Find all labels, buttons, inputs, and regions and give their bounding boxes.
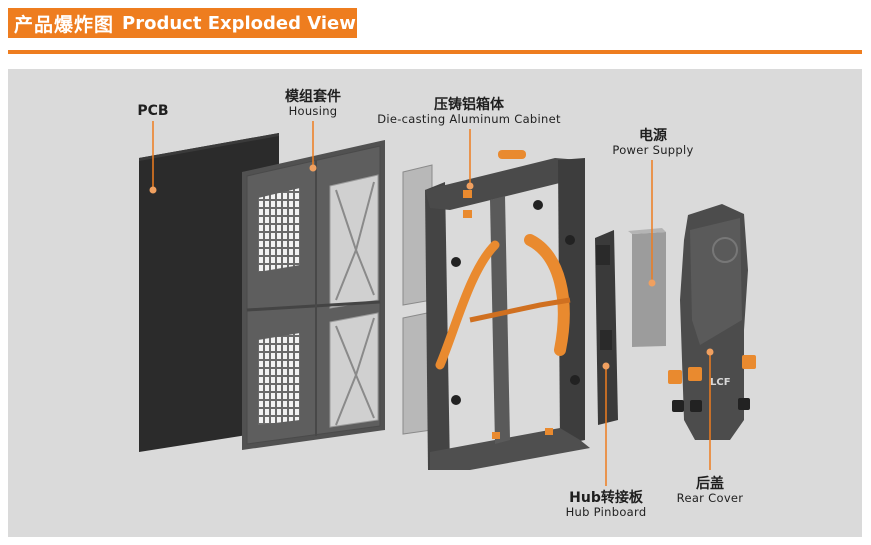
power-supply-label-cn: 电源 bbox=[639, 128, 667, 144]
housing-label-en: Housing bbox=[288, 104, 338, 119]
section-title-en: Product Exploded View bbox=[122, 12, 356, 34]
pcb-label-text: PCB bbox=[137, 103, 169, 119]
power-supply-box bbox=[628, 228, 666, 347]
rear-cover-logo: LCF bbox=[710, 377, 731, 388]
power-supply-label: 电源 Power Supply bbox=[606, 128, 700, 158]
hub-pinboard-label: Hub转接板 Hub Pinboard bbox=[558, 490, 654, 520]
rear-callout-dot bbox=[706, 348, 714, 356]
hub-pinboard-label-cn: Hub转接板 bbox=[569, 490, 643, 506]
section-title-tab: 产品爆炸图 Product Exploded View bbox=[8, 8, 357, 38]
pcb-callout-dot bbox=[149, 186, 157, 194]
cabinet-label-en: Die-casting Aluminum Cabinet bbox=[377, 112, 561, 127]
housing-label-cn: 模组套件 bbox=[285, 89, 341, 105]
rear-cover: LCF bbox=[668, 204, 756, 440]
header-divider bbox=[8, 50, 862, 54]
die-casting-cabinet bbox=[402, 150, 590, 470]
rear-cover-label-cn: 后盖 bbox=[696, 476, 724, 492]
rear-cover-label-en: Rear Cover bbox=[676, 491, 744, 506]
housing-callout-dot bbox=[309, 164, 317, 172]
cabinet-callout-dot bbox=[466, 182, 474, 190]
hub-pinboard-label-en: Hub Pinboard bbox=[565, 505, 647, 520]
hub-pinboard bbox=[595, 230, 618, 425]
section-title-cn: 产品爆炸图 bbox=[14, 13, 115, 36]
cabinet-label-cn: 压铸铝箱体 bbox=[434, 97, 504, 113]
rear-cover-label: 后盖 Rear Cover bbox=[668, 476, 752, 506]
power-callout-dot bbox=[648, 279, 656, 287]
hub-callout-dot bbox=[602, 362, 610, 370]
pcb-label: PCB bbox=[128, 103, 178, 119]
housing-label: 模组套件 Housing bbox=[268, 89, 358, 119]
callout-lines bbox=[149, 121, 714, 486]
cabinet-label: 压铸铝箱体 Die-casting Aluminum Cabinet bbox=[374, 97, 564, 127]
housing-module bbox=[242, 140, 385, 450]
power-supply-label-en: Power Supply bbox=[612, 143, 694, 158]
